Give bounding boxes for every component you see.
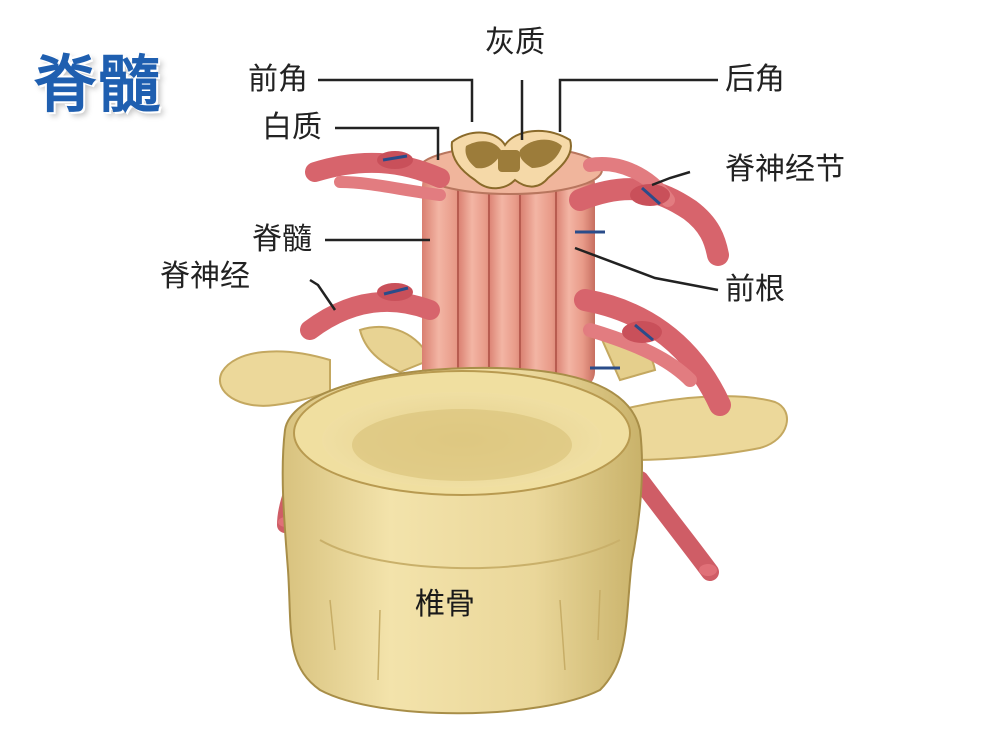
upper-left-nerve	[305, 151, 450, 201]
label-posterior-horn: 后角	[725, 62, 785, 97]
middle-left-nerve	[300, 283, 440, 340]
label-spinal-ganglion: 脊神经节	[725, 152, 845, 187]
spinal-cord-body	[422, 168, 595, 388]
label-vertebra: 椎骨	[415, 587, 475, 622]
label-white-matter: 白质	[262, 110, 322, 145]
label-spinal-cord: 脊髓	[252, 222, 312, 257]
cord-cross-section	[417, 129, 603, 195]
label-gray-matter: 灰质	[485, 25, 545, 60]
upper-right-nerve	[569, 157, 729, 266]
left-transverse-process	[219, 350, 331, 407]
middle-right-nerve	[574, 289, 731, 416]
pedicle	[358, 325, 432, 374]
leader-lines	[309, 78, 719, 311]
page-title: 脊髓	[32, 47, 163, 123]
vertebral-body	[281, 366, 643, 715]
label-anterior-horn: 前角	[248, 62, 308, 97]
lower-right-nerve	[631, 471, 719, 581]
label-anterior-root: 前根	[725, 272, 785, 307]
label-spinal-nerve: 脊神经	[160, 259, 250, 294]
